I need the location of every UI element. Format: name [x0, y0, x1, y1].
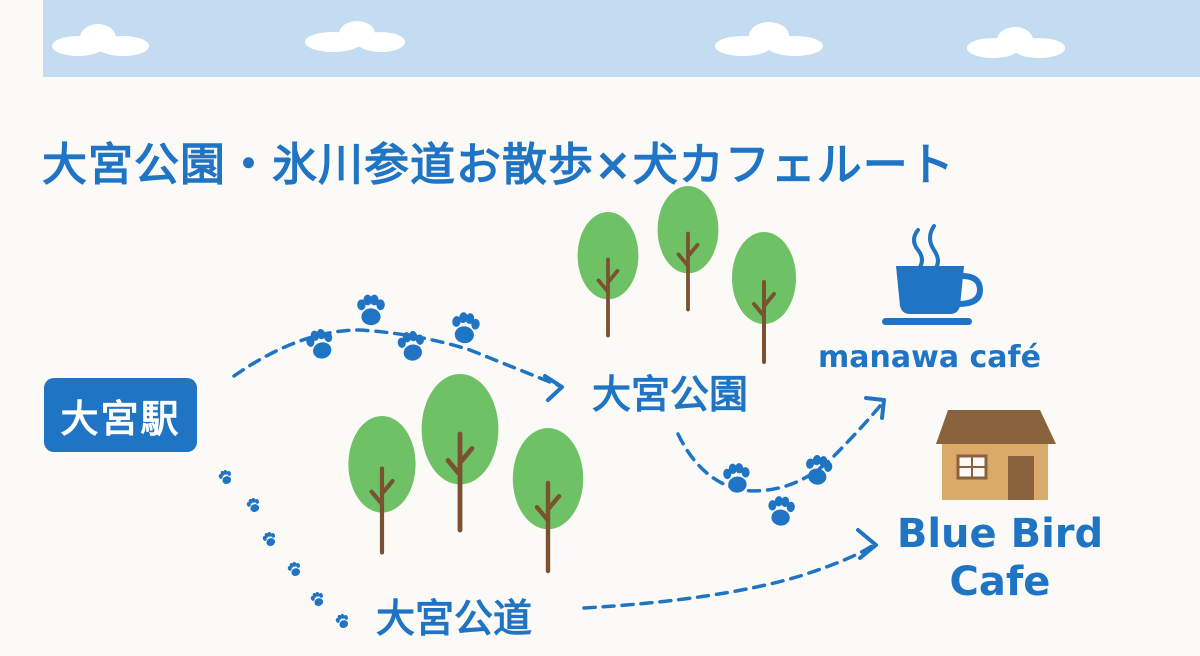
paw-print-icon	[722, 462, 752, 494]
clouds	[52, 21, 1065, 58]
coffee-cup-icon	[882, 224, 984, 325]
station-badge: 大宮駅	[44, 378, 197, 452]
blue-bird-cafe-label: Blue Bird Cafe	[896, 511, 1104, 605]
paw-print-icon	[286, 560, 304, 578]
sky-banner	[43, 0, 1200, 77]
paw-print-icon	[217, 468, 235, 486]
arrowhead-manawa	[864, 396, 886, 420]
tree-icon	[575, 210, 641, 338]
tree-icon	[348, 416, 415, 553]
tree-icon	[513, 428, 583, 571]
paw-print-icon	[334, 612, 352, 630]
tree-icon	[422, 374, 499, 530]
road-label: 大宮公道	[376, 597, 533, 642]
route-path-station-to-park	[232, 328, 562, 388]
tree-icon	[730, 230, 798, 364]
route-path-road-to-bluebird	[582, 544, 874, 610]
route-path-park-to-manawa	[676, 404, 882, 493]
paw-print-icon	[766, 495, 796, 527]
arrowhead-park	[543, 374, 564, 402]
paw-print-icon	[245, 496, 263, 514]
paw-print-icon	[261, 530, 279, 548]
paw-print-icon	[309, 590, 327, 608]
house-icon	[936, 410, 1056, 500]
manawa-cafe-label: manawa café	[818, 340, 1041, 375]
paw-print-icon	[357, 294, 385, 326]
paw-print-icon	[303, 326, 338, 362]
arrowhead-bluebird	[856, 528, 878, 560]
park-label: 大宮公園	[592, 373, 749, 418]
tree-icon	[655, 184, 721, 312]
paw-print-icon	[449, 310, 482, 345]
paw-print-icon	[802, 453, 834, 487]
page-title: 大宮公園・氷川参道お散歩×犬カフェルート	[42, 138, 955, 191]
